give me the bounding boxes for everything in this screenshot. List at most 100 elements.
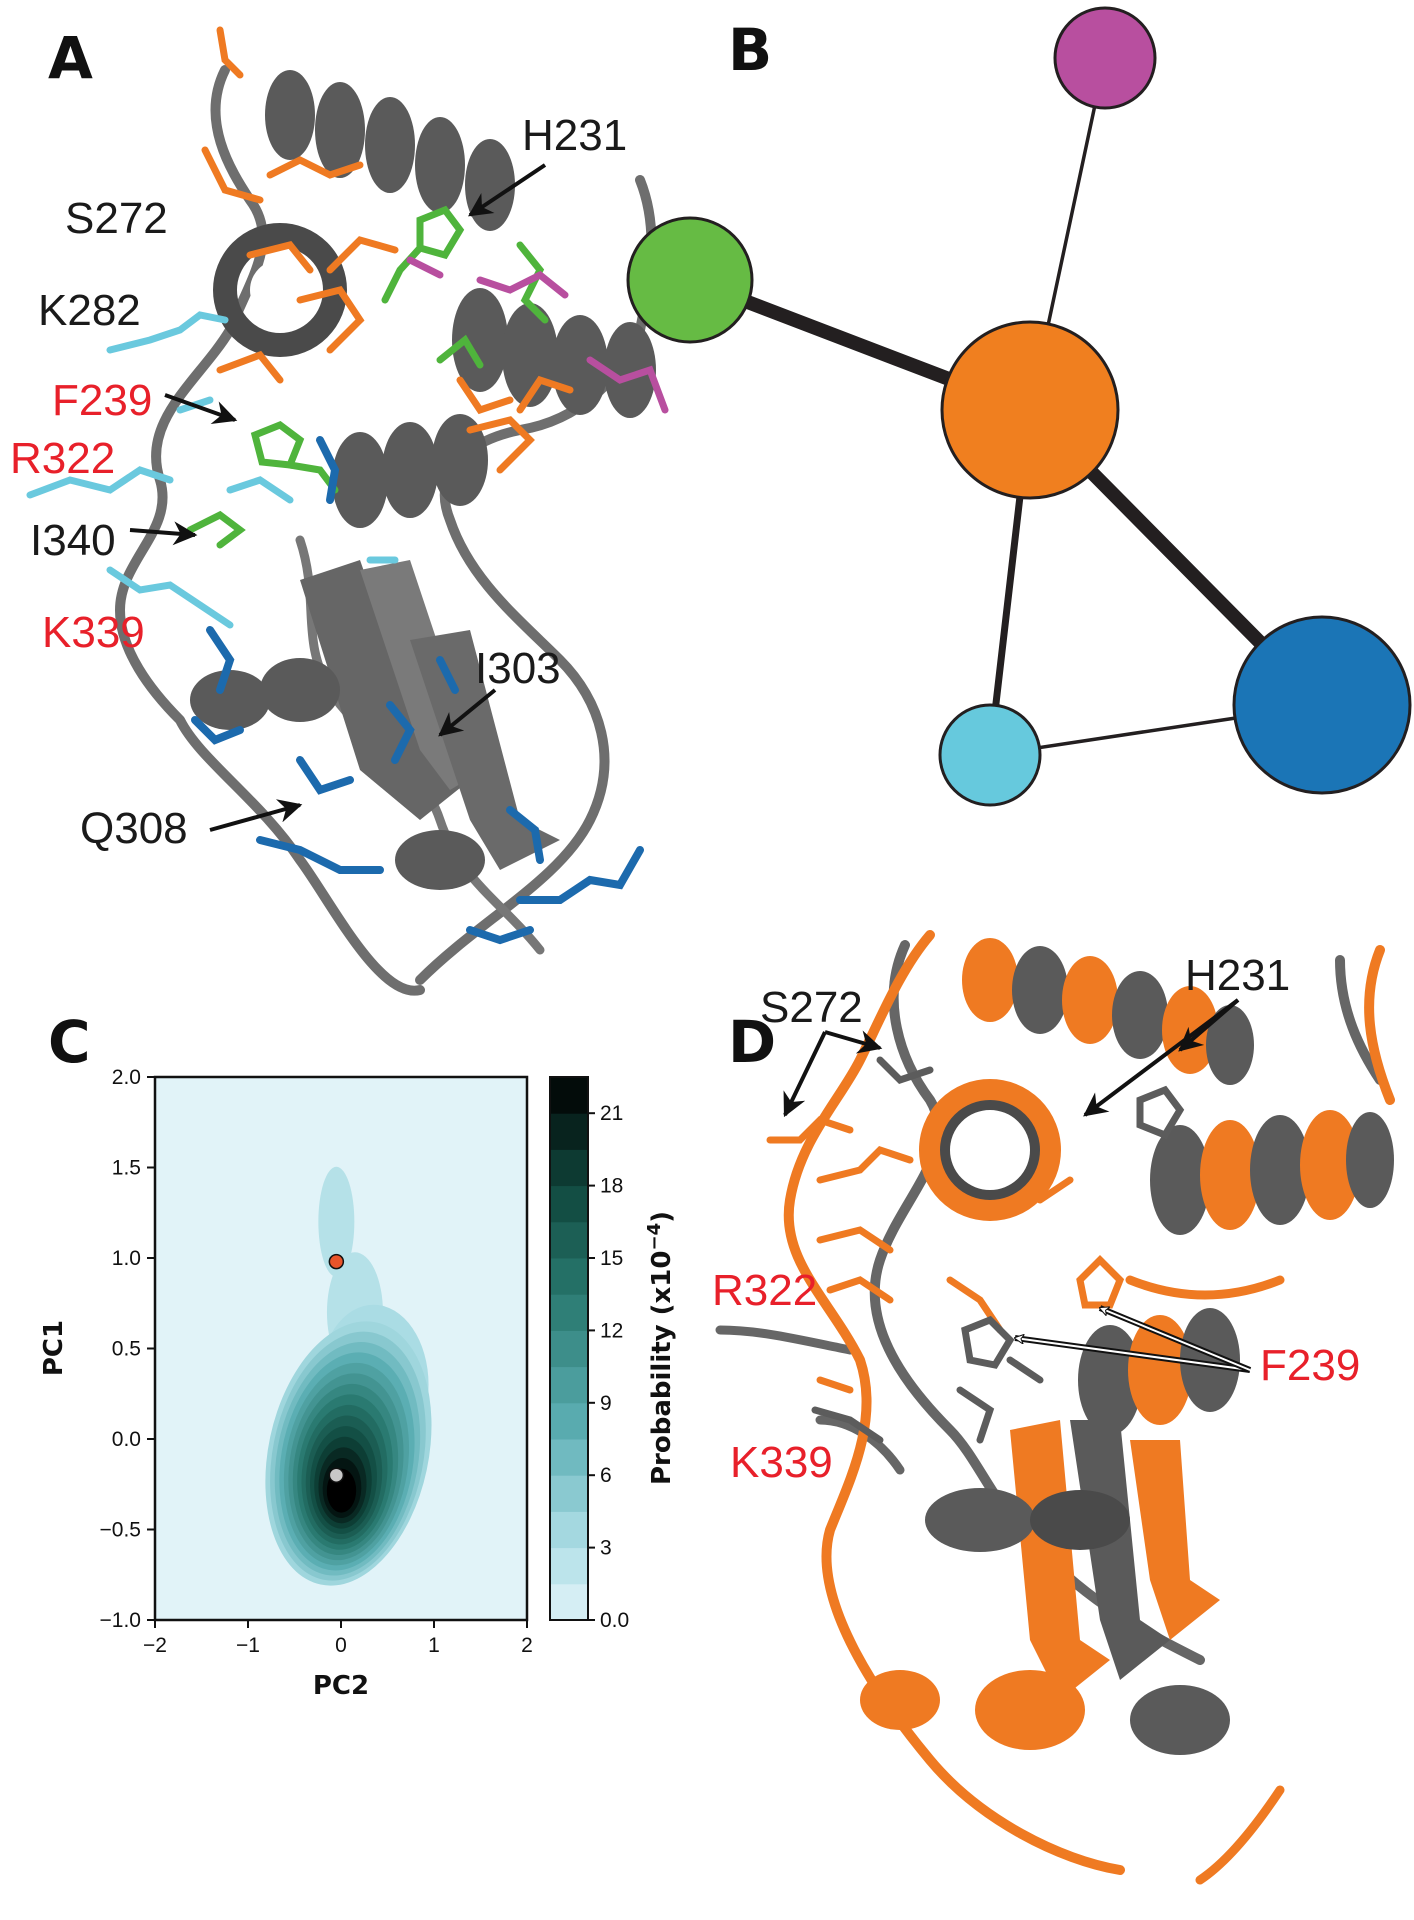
colorbar-band <box>550 1475 588 1512</box>
beta-sheet <box>190 560 560 890</box>
colorbar-band <box>550 1258 588 1295</box>
helix-middle-d <box>1078 1308 1240 1435</box>
panel-c-letter: C <box>48 1008 91 1076</box>
colorbar <box>550 1077 588 1621</box>
y-tick-label: 1.0 <box>112 1247 141 1270</box>
colorbar-tick-label: 12 <box>600 1319 623 1342</box>
colorbar-tick-label: 6 <box>600 1464 612 1487</box>
helix-middle <box>332 414 488 528</box>
arrow-i303-a <box>438 688 497 737</box>
sidechains-magenta <box>406 256 669 414</box>
plot-marker <box>328 1253 345 1270</box>
sidechains-cyan <box>26 311 399 629</box>
panel-d: D <box>712 930 1395 1885</box>
x-tick-label: 1 <box>428 1634 440 1657</box>
density-tail <box>318 1166 355 1277</box>
panel-a: A <box>10 24 669 996</box>
colorbar-band <box>550 1113 588 1150</box>
sidechains-blue <box>191 436 644 945</box>
network-nodes <box>626 6 1412 807</box>
helix-right <box>452 288 656 418</box>
plot-markers <box>328 1253 345 1483</box>
label-f239-a: F239 <box>52 376 152 425</box>
arrow-s272-d-1 <box>783 1031 827 1118</box>
colorbar-tick-label: 15 <box>600 1247 623 1270</box>
y-tick-label: −1.0 <box>100 1609 141 1632</box>
helix-ring-d <box>919 1079 1061 1221</box>
x-tick-label: 2 <box>521 1634 533 1657</box>
label-h231-a: H231 <box>522 111 627 160</box>
helix-top <box>265 70 515 231</box>
label-i340-a: I340 <box>30 516 116 565</box>
colorbar-band <box>550 1366 588 1404</box>
arrow-q308-a <box>209 799 303 832</box>
label-f239-d: F239 <box>1260 1341 1360 1390</box>
colorbar-band <box>550 1511 588 1549</box>
colorbar-band <box>550 1402 588 1440</box>
panel-b: B <box>626 6 1412 807</box>
colorbar-band <box>550 1547 588 1585</box>
protein-structure-a <box>26 26 669 996</box>
colorbar-band <box>550 1583 588 1621</box>
y-tick-label: 0.0 <box>112 1428 141 1451</box>
panel-a-labels: H231 S272 K282 F239 R322 I340 K339 I303 … <box>10 111 627 853</box>
colorbar-band <box>550 1294 588 1331</box>
x-tick-label: 0 <box>335 1634 347 1657</box>
colorbar-tick-label: 18 <box>600 1175 623 1198</box>
helix-top-d <box>962 938 1254 1085</box>
panel-d-arrows <box>783 998 1252 1373</box>
protein-structure-d <box>715 930 1395 1885</box>
colorbar-tick-label: 3 <box>600 1537 612 1560</box>
label-r322-d: R322 <box>712 1266 817 1315</box>
panel-b-letter: B <box>728 16 772 84</box>
sidechains-green <box>186 205 549 549</box>
colorbar-band <box>550 1330 588 1368</box>
arrow-h231-a <box>468 163 547 217</box>
colorbar-ticks: 0.0 3 6 9 12 15 18 21 <box>588 1102 629 1632</box>
colorbar-tick-label: 0.0 <box>600 1609 629 1632</box>
label-k339-d: K339 <box>730 1438 833 1487</box>
colorbar-band <box>550 1221 588 1259</box>
colorbar-tick-label: 21 <box>600 1102 623 1125</box>
arrow-h231-d-2 <box>1178 998 1240 1052</box>
label-i303-a: I303 <box>475 644 561 693</box>
helix-ring <box>213 223 347 357</box>
arrow-f239-d-1 <box>1015 1338 1251 1371</box>
y-axis-title: PC1 <box>39 1320 69 1376</box>
arrow-i340-a <box>129 521 198 546</box>
beta-sheet-d <box>860 1420 1230 1755</box>
colorbar-tick-label: 9 <box>600 1392 612 1415</box>
node-magenta <box>1053 6 1157 110</box>
y-tick-label: 1.5 <box>112 1157 141 1180</box>
sidechains-d-gray <box>811 1056 1185 1444</box>
label-r322-a: R322 <box>10 434 115 483</box>
colorbar-band <box>550 1185 588 1223</box>
panel-d-labels: H231 S272 R322 F239 K339 <box>712 951 1360 1487</box>
label-k339-a: K339 <box>42 608 145 657</box>
sidechains-d-orange <box>766 1115 1125 1394</box>
panel-a-arrows <box>129 163 547 832</box>
label-s272-a: S272 <box>65 194 168 243</box>
x-axis-title: PC2 <box>313 1671 369 1701</box>
arrow-h231-d-1 <box>1083 998 1240 1117</box>
node-blue <box>1232 615 1412 795</box>
arrow-f239-a <box>164 393 238 425</box>
y-axis-ticks: −1.0 −0.5 0.0 0.5 1.0 1.5 2.0 <box>100 1066 155 1632</box>
node-cyan <box>938 703 1042 807</box>
label-k282-a: K282 <box>38 286 141 335</box>
node-green <box>626 216 754 344</box>
label-s272-d: S272 <box>760 983 863 1032</box>
y-tick-label: 2.0 <box>112 1066 141 1089</box>
x-tick-label: −1 <box>236 1634 260 1657</box>
arrow-f239-d-2 <box>1100 1308 1251 1371</box>
node-orange <box>940 320 1120 500</box>
y-tick-label: 0.5 <box>112 1338 141 1361</box>
label-q308-a: Q308 <box>80 804 188 853</box>
label-h231-d: H231 <box>1185 951 1290 1000</box>
colorbar-band <box>550 1439 588 1476</box>
colorbar-band <box>550 1077 588 1114</box>
y-tick-label: −0.5 <box>100 1519 141 1542</box>
